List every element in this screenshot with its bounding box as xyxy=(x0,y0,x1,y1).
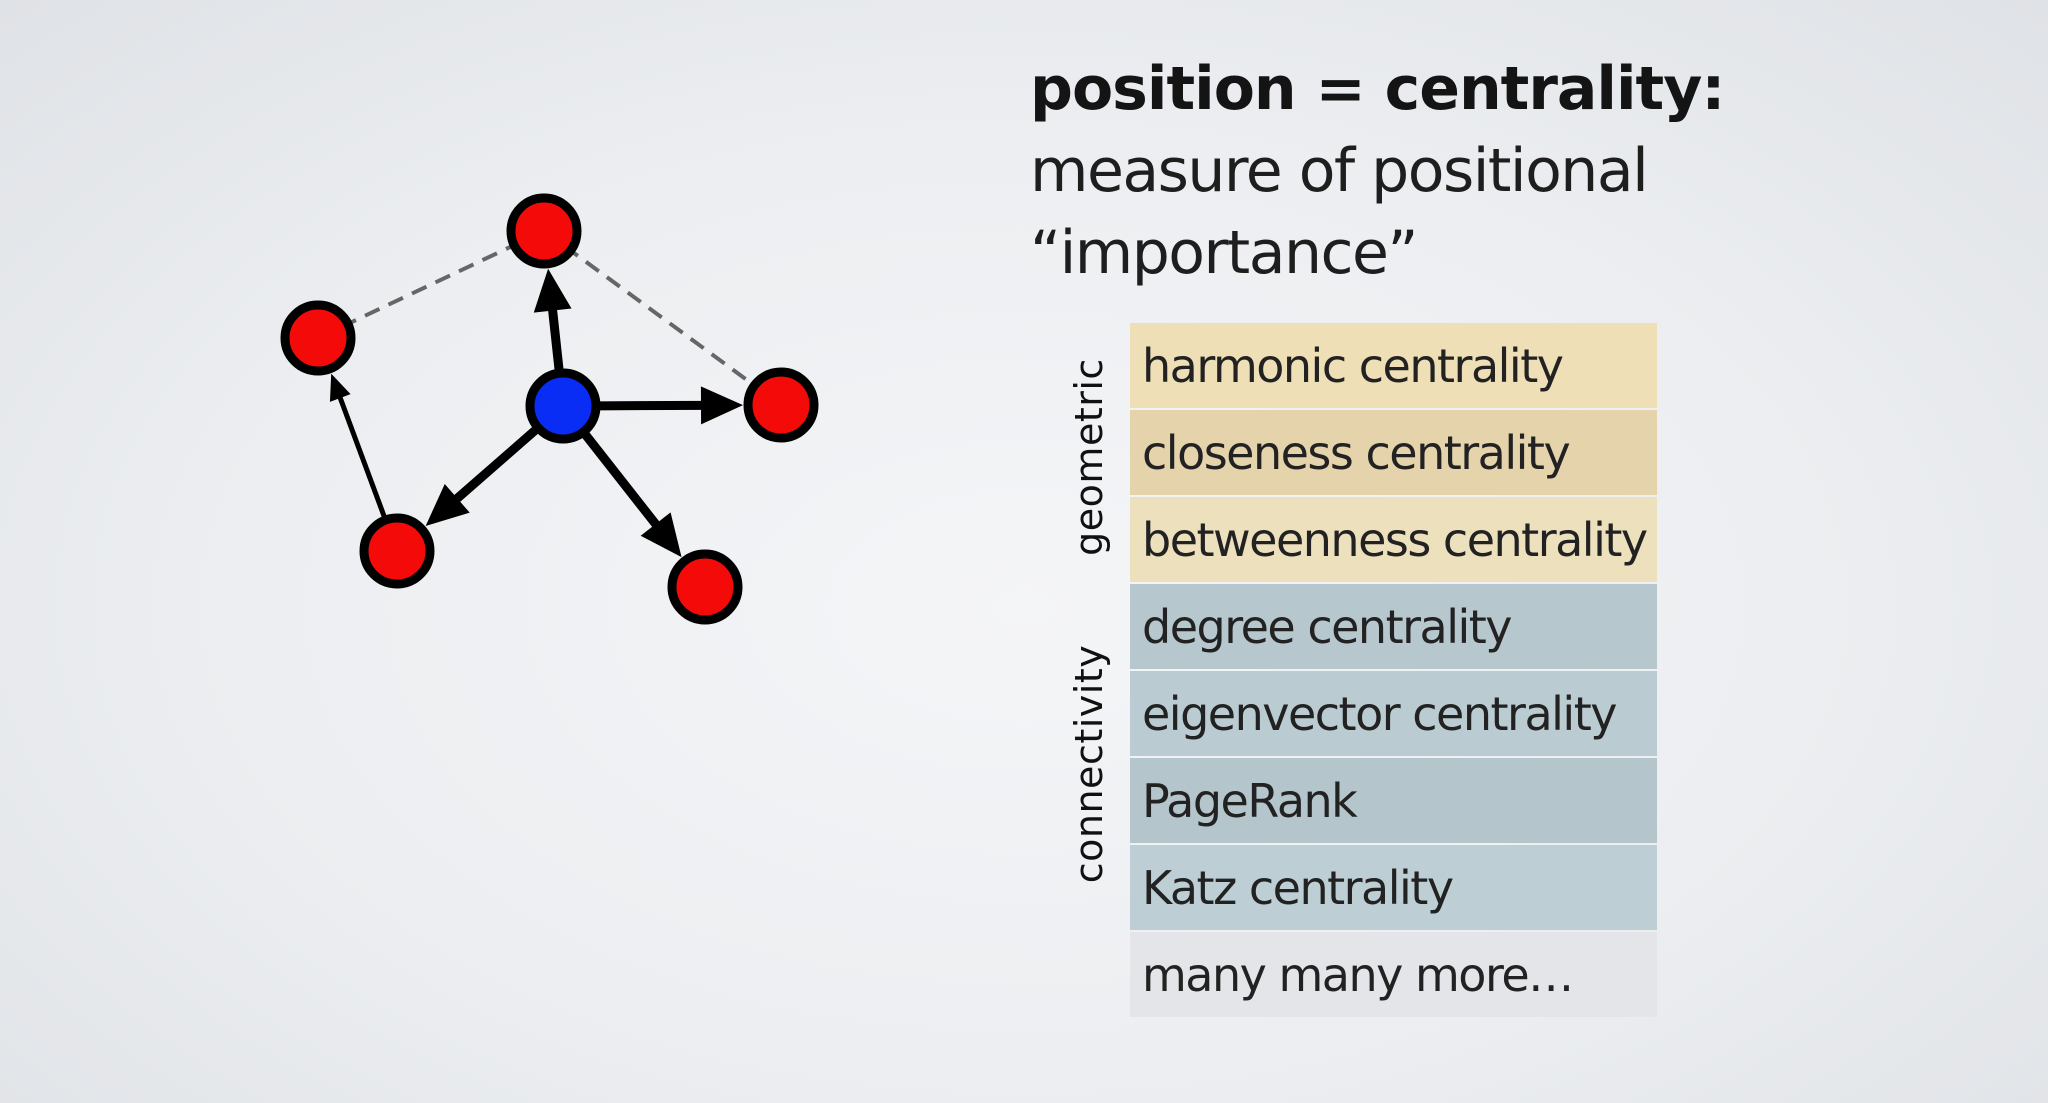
node-center xyxy=(525,368,601,444)
dashed-edge-top-right xyxy=(542,229,783,407)
node-right xyxy=(743,367,819,443)
measure-row: betweenness centrality xyxy=(1130,497,1657,582)
heading-subtitle-line2: “importance” xyxy=(1030,218,1418,288)
measure-row: eigenvector centrality xyxy=(1130,671,1657,756)
arrowhead-center-right xyxy=(700,386,744,425)
arrowhead-center-bottom-right xyxy=(640,512,682,558)
measure-row: many many more… xyxy=(1130,932,1657,1017)
edge-center-bottom-right xyxy=(581,430,661,529)
measure-row: closeness centrality xyxy=(1130,410,1657,495)
measure-row: degree centrality xyxy=(1130,584,1657,669)
edge-center-bottom-left xyxy=(452,425,540,504)
heading-title: position = centrality: xyxy=(1030,54,1725,124)
node-left xyxy=(280,300,356,376)
arrowhead-bottom-left-left xyxy=(329,373,351,402)
group-label-geometric: geometric xyxy=(1067,358,1111,556)
measure-row: Katz centrality xyxy=(1130,845,1657,930)
group-label-connectivity: connectivity xyxy=(1067,644,1111,884)
node-bottom-left xyxy=(359,513,435,589)
node-top xyxy=(506,193,582,269)
measure-row: harmonic centrality xyxy=(1130,323,1657,408)
dashed-edge-left-top xyxy=(317,229,545,340)
edge-center-top xyxy=(547,308,564,372)
heading: position = centrality: measure of positi… xyxy=(1030,48,2010,294)
measure-row: PageRank xyxy=(1130,758,1657,843)
edge-bottom-left-left xyxy=(337,395,388,520)
arrowhead-center-top xyxy=(533,268,572,313)
heading-subtitle-line1: measure of positional xyxy=(1030,136,1649,206)
arrowhead-center-bottom-left xyxy=(425,484,470,527)
node-bottom-right xyxy=(667,549,743,625)
